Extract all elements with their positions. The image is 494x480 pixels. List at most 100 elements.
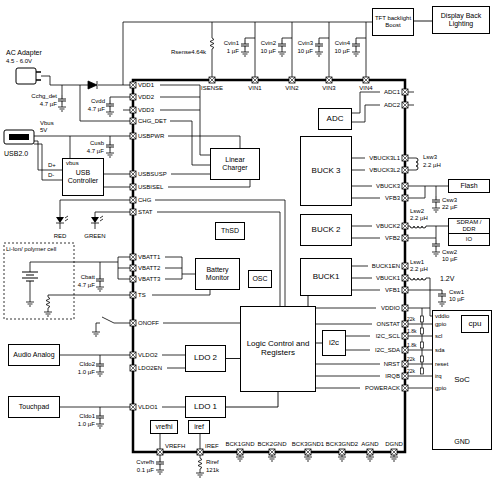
pin-label: LDO2EN: [138, 365, 162, 371]
pin-label: gpio: [435, 385, 446, 391]
pin-label: I2C_SCL: [376, 333, 400, 339]
pin-label: IRQB: [385, 373, 400, 379]
pin-label: POWERACK: [365, 385, 400, 391]
pin-label: ONSTAT: [377, 321, 400, 327]
pin-label: AGND: [361, 441, 378, 447]
block-box: TFT backlight Boost: [372, 8, 414, 36]
pin-label: Rsense4.64k: [171, 49, 206, 55]
pin-label: RED: [54, 233, 67, 239]
pin-label: VBUCK1: [376, 275, 400, 281]
pin-label: VDD3: [138, 107, 154, 113]
pin-label: VFB1: [385, 287, 400, 293]
block-box: SoCcpu: [432, 310, 492, 450]
pin-label: VIN3: [322, 85, 335, 91]
pin-label: 10 µF: [449, 296, 464, 302]
block-box: vrefhi: [150, 420, 178, 434]
block-box: Touchpad: [8, 396, 60, 418]
block-box: Flash: [448, 179, 490, 193]
pin-label: vbus: [66, 160, 79, 166]
pin-label: Csw1: [449, 289, 464, 295]
pin-label: BUCK1EN: [372, 263, 400, 269]
pin-label: scl: [435, 333, 442, 339]
pin-label: Li-Ion/ polymer cell: [6, 246, 56, 252]
pin-label: Lsw2: [410, 208, 424, 214]
pin-label: 10 µF: [442, 256, 457, 262]
pin-label: 2.2 µH: [410, 215, 428, 221]
pin-label: VIN1: [248, 85, 261, 91]
pin-label: VIN2: [285, 85, 298, 91]
pin-label: D+: [48, 162, 56, 168]
pin-label: 2.2 µH: [423, 162, 441, 168]
pin-label: vddio: [435, 313, 449, 319]
block-text: Touchpad: [19, 403, 49, 411]
signal-connector: [414, 21, 432, 22]
pin-label: CHG: [138, 197, 151, 203]
pin-label: 1 µF: [227, 48, 239, 54]
block-box: i2c: [322, 330, 346, 356]
pin-label: VDD1: [138, 82, 154, 88]
block-box: SDRAM / DDR: [448, 218, 490, 234]
block-box: cpu: [461, 315, 489, 333]
pin-label: Cvin2: [261, 40, 276, 46]
pin-label: 1.8k: [407, 343, 416, 348]
pin-label: GREEN: [84, 233, 105, 239]
pin-label: VIN4: [359, 85, 372, 91]
pin-label: Lsw3: [423, 154, 437, 160]
pin-label: VBUCK2: [376, 223, 400, 229]
pin-label: 4.5 - 6.0V: [6, 58, 32, 64]
pin-label: CHG_DET: [138, 118, 167, 124]
pin-label: Cldo1: [79, 413, 95, 419]
pin-label: Cvdd: [91, 98, 105, 104]
pin-label: 22 µF: [442, 204, 457, 210]
block-text: Display Back Lighting: [434, 12, 488, 27]
pin-label: VBATT3: [138, 276, 160, 282]
block-text: i2c: [329, 339, 339, 348]
pin-label: Riref: [206, 459, 219, 465]
block-text: Battery Monitor: [197, 266, 238, 281]
pin-label: IREF: [205, 443, 219, 449]
pin-label: VDDIO: [381, 305, 400, 311]
pin-label: NRST: [384, 361, 400, 367]
block-text: OSC: [252, 275, 267, 283]
block-box: BUCK 3: [300, 136, 352, 206]
pin-label: Cvin1: [224, 40, 239, 46]
pin-label: ONOFF: [138, 320, 159, 326]
pin-label: BCK1GND: [225, 441, 254, 447]
pin-label: USBSUSP: [138, 171, 167, 177]
pin-label: Cchg_det: [31, 93, 57, 99]
pin-label: VLDO1: [138, 404, 158, 410]
block-box: Audio Analog: [8, 344, 60, 366]
pin-label: VFB2: [385, 235, 400, 241]
pin-label: Cvrefh: [136, 459, 154, 465]
pin-label: reset: [435, 361, 448, 367]
pin-label: TS: [138, 292, 146, 298]
pin-label: 121k: [206, 467, 219, 473]
pin-label: Lsw1: [410, 259, 424, 265]
block-text: Linear Charger: [212, 156, 258, 171]
block-text: SDRAM / DDR: [450, 219, 488, 232]
pin-label: 1.0 µF: [78, 421, 95, 427]
pin-label: 1.8k: [407, 329, 416, 334]
pin-label: sda: [435, 347, 445, 353]
pin-label: 4.7 µF: [78, 282, 95, 288]
block-box: BUCK1: [300, 258, 352, 296]
block-box: ADC: [318, 108, 352, 130]
block-box: iref: [188, 420, 210, 434]
pin-label: VBUCK3: [376, 183, 400, 189]
block-text: Audio Analog: [13, 351, 54, 359]
block-box: ThSD: [215, 222, 245, 240]
pin-label: gpio: [435, 321, 446, 327]
pin-label: 22k: [407, 317, 415, 322]
pin-label: 1.0 µF: [78, 369, 95, 375]
block-box: IO: [448, 233, 490, 246]
signal-connector: [308, 296, 309, 306]
pin-label: VREFH: [165, 443, 185, 449]
pin-label: 0.1 µF: [137, 467, 154, 473]
pin-label: 10 µF: [261, 48, 276, 54]
block-text: LDO 1: [194, 403, 217, 412]
pin-label: Cvin4: [335, 40, 350, 46]
pin-label: VBATT2: [138, 265, 160, 271]
block-text: ADC: [327, 115, 344, 124]
pin-label: STAT: [138, 209, 152, 215]
pin-label: VLDO2: [138, 352, 158, 358]
